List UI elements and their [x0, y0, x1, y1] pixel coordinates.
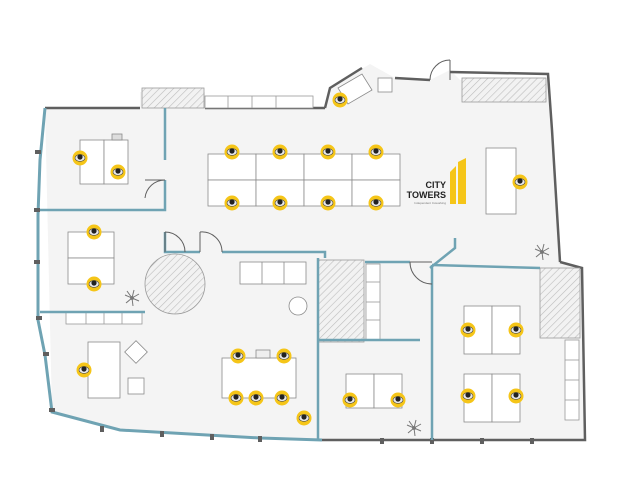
desk-cluster — [67, 231, 115, 285]
door-icon[interactable] — [164, 231, 186, 253]
brand-line1: CITY — [425, 180, 446, 190]
person-icon — [224, 195, 240, 211]
person-icon — [512, 174, 528, 190]
person-icon — [248, 390, 264, 406]
person-icon — [86, 224, 102, 240]
person-icon — [110, 164, 126, 180]
lounge-chairs — [124, 340, 148, 395]
person-icon — [296, 410, 312, 426]
person-icon — [86, 276, 102, 292]
service-zone-middle — [317, 259, 365, 343]
brand-line2: TOWERS — [407, 190, 446, 200]
storage-cabinets — [65, 95, 580, 421]
door-icon[interactable] — [144, 179, 166, 199]
person-icon — [332, 92, 348, 108]
person-icon — [368, 195, 384, 211]
person-icon — [508, 388, 524, 404]
door-icon[interactable] — [409, 261, 433, 285]
brand-tagline: Independent Coworking — [414, 201, 446, 205]
sofa-icon — [239, 261, 307, 285]
person-icon — [390, 392, 406, 408]
person-icon — [368, 144, 384, 160]
service-zone-top-right — [461, 77, 547, 103]
person-icon — [228, 390, 244, 406]
logo-tower-icon — [458, 158, 466, 204]
person-icon — [320, 144, 336, 160]
person-icon — [272, 195, 288, 211]
person-icon — [272, 144, 288, 160]
desk-single — [485, 147, 517, 215]
person-icon — [76, 362, 92, 378]
person-icon — [342, 392, 358, 408]
door-icon[interactable] — [429, 59, 451, 81]
person-icon — [460, 388, 476, 404]
person-icon — [508, 322, 524, 338]
interior-partitions — [40, 108, 541, 440]
service-zone-top-left — [141, 87, 205, 109]
facade-mullions — [34, 150, 534, 444]
person-icon — [230, 348, 246, 364]
service-zone-right — [539, 267, 581, 339]
open-space-bench — [207, 153, 401, 207]
person-icon — [460, 322, 476, 338]
person-icon — [224, 144, 240, 160]
outer-wall-right — [322, 260, 587, 442]
round-table-icon — [144, 253, 206, 315]
person-icon — [320, 195, 336, 211]
desk-cluster — [87, 341, 121, 399]
door-icon[interactable] — [199, 231, 223, 253]
coffee-table — [288, 296, 308, 316]
person-icon — [274, 390, 290, 406]
person-icon — [276, 348, 292, 364]
brand-logo: CITY TOWERS Independent Coworking — [407, 158, 466, 205]
person-icon — [72, 150, 88, 166]
logo-tower-icon — [450, 166, 456, 204]
